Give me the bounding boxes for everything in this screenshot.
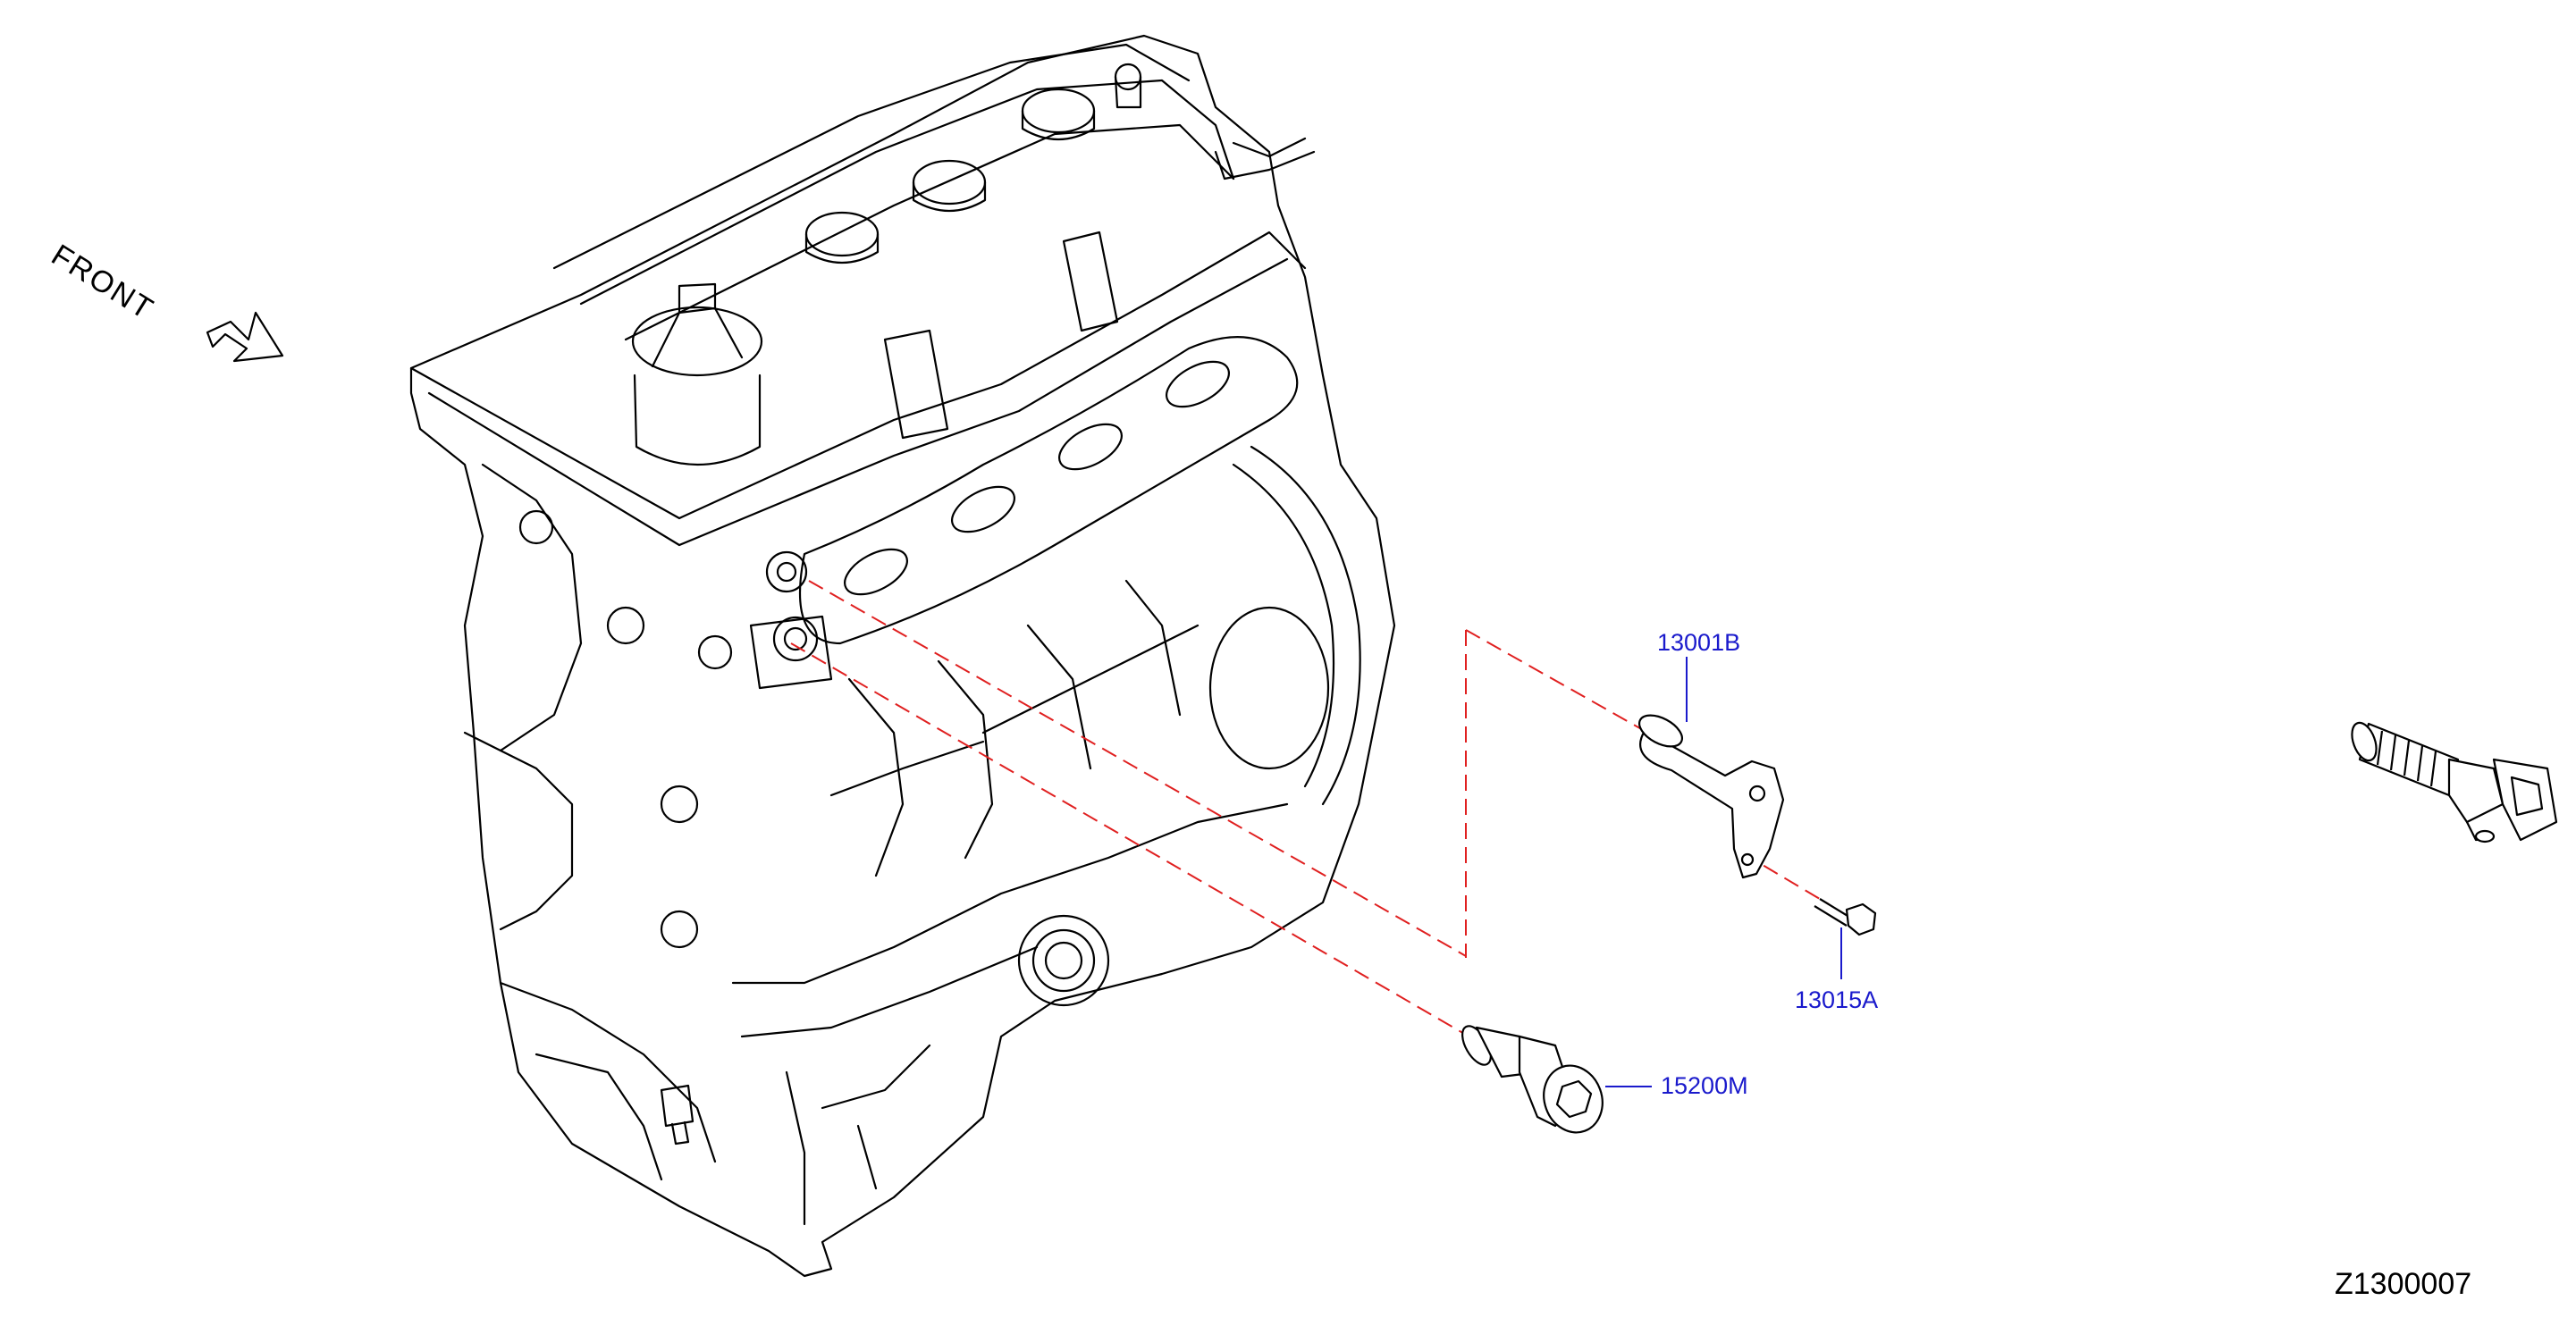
engine-block-illustration [409, 34, 1396, 1278]
callout-13001b[interactable]: 13001B [1657, 629, 1741, 656]
phantom-line-lower [790, 642, 1467, 1036]
diagram-id: Z1300007 [2335, 1267, 2472, 1301]
phantom-line-upper [808, 580, 1467, 957]
bolt-part[interactable] [1814, 898, 1877, 936]
loose-solenoid-illustration [2351, 721, 2558, 843]
callout-15200m[interactable]: 15200M [1661, 1072, 1748, 1099]
front-arrow-icon [206, 311, 284, 363]
phantom-line-bolt [1742, 852, 1830, 905]
oil-strainer-part[interactable] [1457, 1021, 1612, 1140]
solenoid-valve-part[interactable] [1634, 709, 1785, 879]
leader-lines [1605, 657, 1842, 1087]
phantom-lines [790, 580, 1830, 1036]
phantom-line-solenoid [1465, 629, 1646, 732]
callout-13015a[interactable]: 13015A [1795, 986, 1879, 1013]
